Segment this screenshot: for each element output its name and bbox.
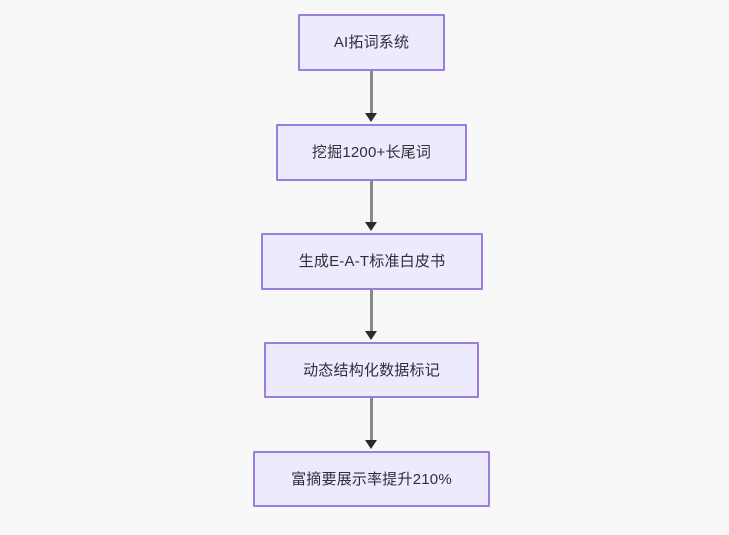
flow-edge-arrowhead-3	[365, 331, 377, 340]
flow-edge-arrowhead-1	[365, 113, 377, 122]
flow-edge-line-2	[370, 181, 373, 224]
flow-node-label: AI拓词系统	[333, 34, 410, 51]
flow-node-label: 挖掘1200+长尾词	[311, 144, 432, 161]
flow-node-label: 生成E-A-T标准白皮书	[298, 253, 446, 270]
flow-node-generate-eat-whitepaper[interactable]: 生成E-A-T标准白皮书	[261, 233, 483, 290]
flow-node-label: 富摘要展示率提升210%	[291, 470, 452, 488]
flow-edge-arrowhead-4	[365, 440, 377, 449]
flow-node-label: 动态结构化数据标记	[303, 361, 440, 379]
flow-node-ai-keyword-system[interactable]: AI拓词系统	[298, 14, 445, 71]
flow-edge-arrowhead-2	[365, 222, 377, 231]
flow-edge-line-3	[370, 290, 373, 333]
flow-node-dynamic-structured-data-markup[interactable]: 动态结构化数据标记	[264, 342, 479, 398]
flow-node-rich-snippet-rate-increase[interactable]: 富摘要展示率提升210%	[253, 451, 490, 507]
flow-edge-line-4	[370, 398, 373, 442]
flow-edge-line-1	[370, 71, 373, 115]
flow-node-mine-longtail-keywords[interactable]: 挖掘1200+长尾词	[276, 124, 467, 181]
